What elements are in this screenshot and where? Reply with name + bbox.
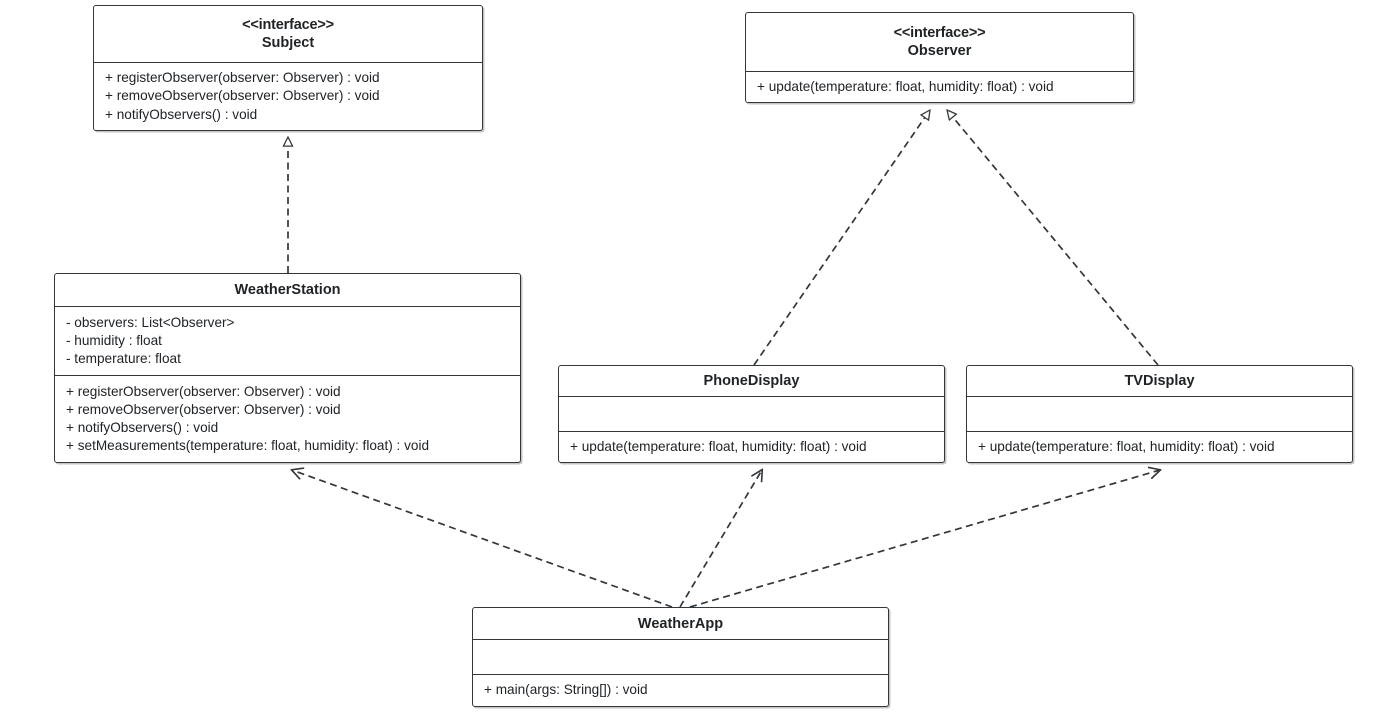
class-attributes-weatherstation: - observers: List<Observer> - humidity : …: [55, 307, 520, 375]
class-attributes-tvdisplay: [967, 397, 1352, 431]
class-method: + main(args: String[]) : void: [484, 682, 648, 698]
class-divider-observer-1: [746, 70, 1133, 72]
class-divider-weatherstation-2: [55, 374, 520, 376]
connector-phonedisplay-implements-observer[interactable]: [753, 110, 930, 366]
class-header-observer: <<interface>>Observer: [746, 13, 1133, 71]
class-name-observer: Observer: [907, 42, 972, 59]
class-attributes-phonedisplay: [559, 397, 944, 431]
class-methods-subject: + registerObserver(observer: Observer) :…: [94, 63, 482, 130]
class-header-weatherstation: WeatherStation: [55, 274, 520, 306]
class-divider-phonedisplay-2: [559, 430, 944, 432]
class-name-tvdisplay: TVDisplay: [1124, 372, 1195, 389]
class-box-observer[interactable]: <<interface>>Observer + update(temperatur…: [745, 12, 1134, 103]
class-divider-weatherapp-1: [473, 639, 888, 640]
class-header-weatherapp: WeatherApp: [473, 608, 888, 639]
class-name-weatherapp: WeatherApp: [637, 615, 724, 632]
class-header-subject: <<interface>> Subject: [94, 6, 482, 62]
class-name-phonedisplay: PhoneDisplay: [703, 372, 800, 389]
class-method: + update(temperature: float, humidity: f…: [978, 438, 1275, 454]
class-method: + setMeasurements(temperature: float, hu…: [66, 438, 430, 454]
class-method: + notifyObservers() : void: [66, 419, 219, 435]
connector-weatherapp-uses-phonedisplay[interactable]: [679, 470, 762, 608]
class-method: + update(temperature: float, humidity: f…: [757, 78, 1054, 94]
class-attribute: - temperature: float: [66, 351, 181, 367]
class-divider-weatherapp-2: [473, 674, 888, 675]
class-attribute: - observers: List<Observer>: [66, 314, 235, 330]
class-header-tvdisplay: TVDisplay: [967, 366, 1352, 396]
class-method: + registerObserver(observer: Observer) :…: [105, 70, 380, 86]
class-divider-tvdisplay-1: [967, 395, 1352, 397]
class-box-subject[interactable]: <<interface>> Subject + registerObserver(o…: [93, 5, 483, 131]
class-name-subject: Subject: [261, 35, 315, 51]
class-methods-observer: + update(temperature: float, humidity: f…: [746, 72, 1133, 102]
class-methods-weatherapp: + main(args: String[]) : void: [473, 675, 888, 706]
class-method: + removeObserver(observer: Observer) : v…: [105, 88, 380, 104]
class-stereotype-observer: <<interface>>: [893, 24, 986, 41]
class-box-tvdisplay[interactable]: TVDisplay + update(temperature: float, hu…: [966, 365, 1353, 463]
connector-weatherapp-uses-tvdisplay[interactable]: [689, 470, 1160, 608]
class-attributes-weatherapp: [473, 640, 888, 674]
class-stereotype-subject: <<interface>>: [242, 17, 334, 33]
class-box-phonedisplay[interactable]: PhoneDisplay + update(temperature: float,…: [558, 365, 945, 463]
class-methods-tvdisplay: + update(temperature: float, humidity: f…: [967, 432, 1352, 462]
connector-weatherapp-uses-weatherstation[interactable]: [292, 470, 673, 608]
class-divider-subject-1: [94, 62, 482, 63]
class-methods-phonedisplay: + update(temperature: float, humidity: f…: [559, 432, 944, 462]
class-attribute: - humidity : float: [66, 332, 162, 348]
class-box-weatherstation[interactable]: WeatherStation - observers: List<Observer…: [54, 273, 521, 463]
class-methods-weatherstation: + registerObserver(observer: Observer) :…: [55, 376, 520, 462]
class-divider-phonedisplay-1: [559, 395, 944, 397]
class-method: + removeObserver(observer: Observer) : v…: [66, 401, 341, 417]
class-name-weatherstation: WeatherStation: [234, 282, 341, 298]
class-method: + update(temperature: float, humidity: f…: [570, 438, 867, 454]
class-divider-tvdisplay-2: [967, 430, 1352, 432]
class-method: + registerObserver(observer: Observer) :…: [66, 383, 341, 399]
class-method: + notifyObservers() : void: [105, 106, 258, 122]
class-box-weatherapp[interactable]: WeatherApp + main(args: String[]) : void: [472, 607, 889, 707]
connector-tvdisplay-implements-observer[interactable]: [947, 110, 1159, 366]
class-divider-weatherstation-1: [55, 306, 520, 307]
class-header-phonedisplay: PhoneDisplay: [559, 366, 944, 396]
